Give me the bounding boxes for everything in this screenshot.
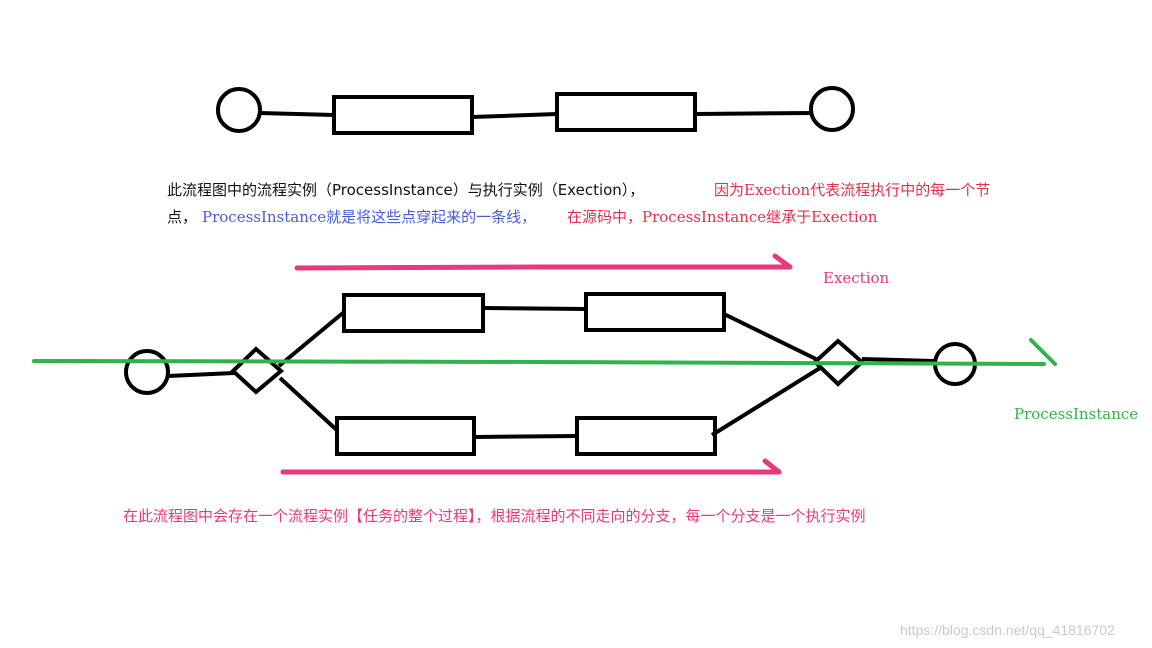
exection-arrow-bottom-head <box>762 458 782 475</box>
process-instance-label: ProcessInstance <box>1014 405 1139 423</box>
note1-line2-a: 点， <box>167 208 198 226</box>
top-start-event <box>216 87 262 133</box>
top-task-2 <box>555 92 697 132</box>
top-connector-1 <box>259 111 335 117</box>
exection-arrow-top-head <box>772 253 793 270</box>
process-instance-arrowhead <box>1029 338 1057 366</box>
lower-task-2 <box>575 416 717 456</box>
upper-connector-1 <box>482 306 587 311</box>
top-task-1 <box>332 95 474 135</box>
note1-part2: 因为Exection代表流程执行中的每一个节 <box>714 181 991 199</box>
note1-part1: 此流程图中的流程实例（ProcessInstance）与执行实例（Exectio… <box>167 181 645 199</box>
branch-connector-up <box>277 310 346 368</box>
note2: 在此流程图中会存在一个流程实例【任务的整个过程】，根据流程的不同走向的分支，每一… <box>123 507 866 525</box>
split-gateway <box>230 346 285 395</box>
watermark: https://blog.csdn.net/qq_41816702 <box>900 622 1115 638</box>
exection-label: Exection <box>823 269 890 287</box>
branch-connector-start <box>167 371 235 378</box>
top-end-event <box>809 86 855 132</box>
note1-line2-b: ProcessInstance就是将这些点穿起来的一条线， <box>202 208 537 226</box>
branch-start-event <box>124 349 170 395</box>
lower-task-1 <box>335 416 476 456</box>
exection-arrow-top <box>294 264 793 271</box>
note1-line2-c: 在源码中，ProcessInstance继承于Exection <box>567 208 878 226</box>
upper-task-1 <box>342 293 485 333</box>
lower-connector-1 <box>473 434 578 439</box>
top-connector-2 <box>471 112 558 119</box>
branch-connector-end <box>861 357 935 363</box>
top-connector-3 <box>694 111 812 116</box>
upper-task-2 <box>584 292 726 332</box>
process-instance-line <box>32 359 1046 366</box>
lower-connector-2 <box>710 366 822 437</box>
upper-connector-2 <box>723 312 819 362</box>
branch-connector-down <box>278 376 342 435</box>
